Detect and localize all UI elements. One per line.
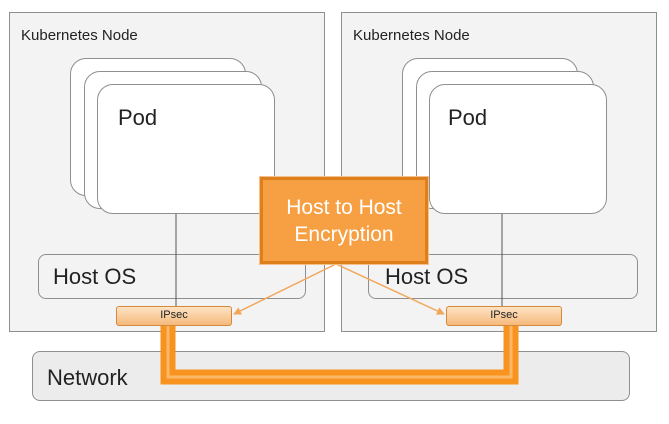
- pod-label-right: Pod: [448, 105, 488, 130]
- node-title-left: Kubernetes Node: [21, 27, 138, 44]
- host-os-label-left: Host OS: [53, 264, 137, 289]
- ipsec-tunnel-inner: [166, 324, 513, 379]
- ipsec-tunnel: [160, 324, 519, 385]
- arrow-to-ipsec-right: [335, 263, 445, 315]
- pod-left: [97, 84, 275, 214]
- host-to-host-encryption-box: Host to Host Encryption: [260, 177, 428, 264]
- ipsec-label-right: IPsec: [446, 306, 562, 326]
- ipsec-label-left: IPsec: [116, 306, 232, 326]
- host-os-label-right: Host OS: [385, 264, 469, 289]
- arrow-to-ipsec-left: [233, 263, 337, 315]
- encryption-label: Host to Host Encryption: [286, 195, 402, 246]
- node-title-right: Kubernetes Node: [353, 27, 470, 44]
- network-label: Network: [47, 365, 128, 390]
- pod-right: [429, 84, 607, 214]
- pod-label-left: Pod: [118, 105, 158, 130]
